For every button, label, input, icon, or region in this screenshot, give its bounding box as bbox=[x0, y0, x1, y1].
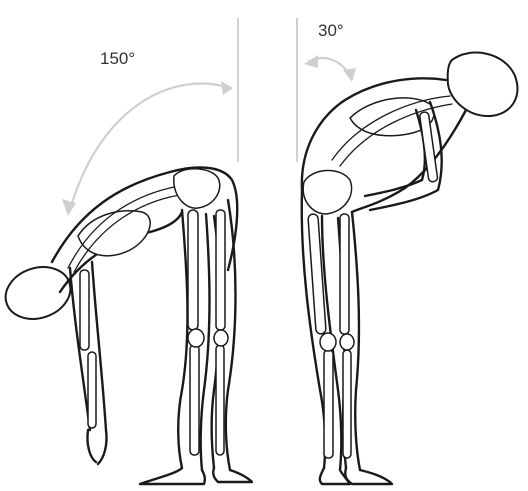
extension-knee bbox=[320, 333, 336, 351]
flexion-arrowhead-bottom bbox=[62, 199, 76, 216]
flexion-tibia-back bbox=[216, 345, 224, 455]
flexion-femur bbox=[188, 210, 198, 330]
extension-angle-label: 30° bbox=[318, 21, 344, 40]
flexion-foot-front bbox=[140, 468, 205, 484]
extension-tibia bbox=[324, 350, 333, 458]
backward-extension-figure: 30° bbox=[297, 18, 517, 484]
flexion-knee bbox=[188, 329, 204, 347]
flexion-tibia bbox=[190, 345, 199, 455]
extension-tibia-back bbox=[343, 350, 351, 458]
extension-foot-back bbox=[345, 468, 392, 484]
flexion-leg-front-outer bbox=[178, 210, 187, 468]
extension-skull bbox=[448, 53, 518, 116]
flexion-pelvis bbox=[174, 169, 220, 208]
extension-arrowhead-left bbox=[304, 55, 318, 68]
extension-arrowhead-right bbox=[343, 68, 356, 82]
forward-flexion-figure: 150° bbox=[0, 18, 252, 484]
extension-knee-back bbox=[340, 334, 354, 350]
flexion-humerus bbox=[80, 270, 89, 350]
flexion-skull bbox=[0, 259, 77, 327]
flexion-arrowhead-top bbox=[221, 81, 233, 95]
flexion-forearm bbox=[88, 352, 96, 428]
flexion-angle-label: 150° bbox=[100, 49, 135, 68]
extension-femur-back bbox=[340, 214, 349, 334]
flexion-hand bbox=[87, 430, 106, 464]
extension-pelvis bbox=[303, 170, 351, 214]
flexion-knee-back bbox=[214, 330, 228, 346]
flexion-femur-back bbox=[216, 210, 225, 330]
flexion-foot-back bbox=[213, 468, 252, 482]
